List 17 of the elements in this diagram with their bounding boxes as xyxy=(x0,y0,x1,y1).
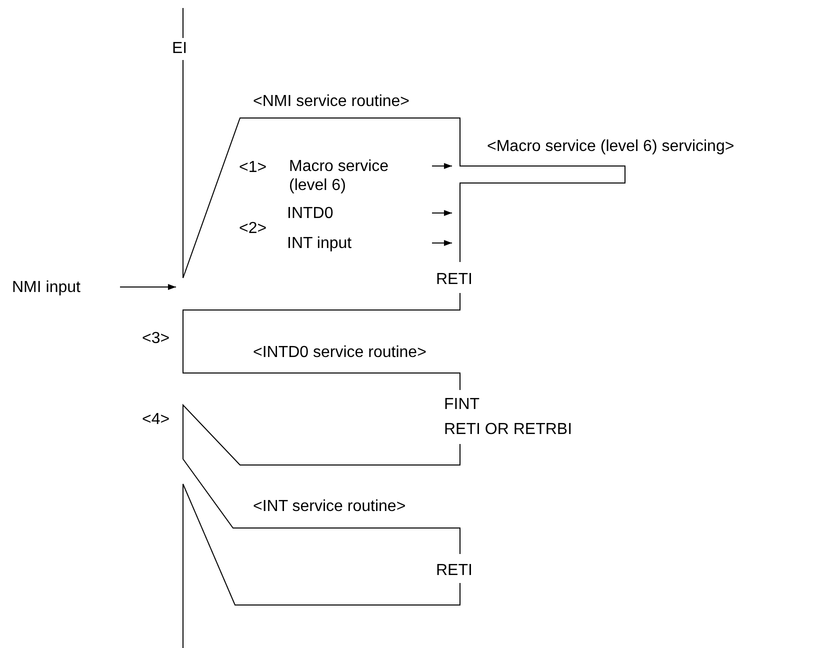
instruction-label: RETI xyxy=(436,561,472,580)
signal-label: NMI input xyxy=(12,278,80,297)
routine-title: <Macro service (level 6) servicing> xyxy=(487,137,734,156)
signal-label: EI xyxy=(172,39,188,58)
callout-number: <4> xyxy=(142,410,170,429)
callout-number: <3> xyxy=(142,329,170,348)
interrupt-label: Macro service (level 6) xyxy=(289,157,390,195)
interrupt-label: INT input xyxy=(287,234,352,253)
callout-number: <2> xyxy=(239,219,267,238)
callout-number: <1> xyxy=(239,158,267,177)
instruction-label: RETI OR RETRBI xyxy=(444,420,572,439)
instruction-label: RETI xyxy=(436,270,472,289)
interrupt-label: INTD0 xyxy=(287,204,334,223)
routine-title: <INTD0 service routine> xyxy=(253,343,426,362)
routine-title: <NMI service routine> xyxy=(253,92,410,111)
instruction-label: FINT xyxy=(444,395,480,414)
routine-title: <INT service routine> xyxy=(253,497,406,516)
